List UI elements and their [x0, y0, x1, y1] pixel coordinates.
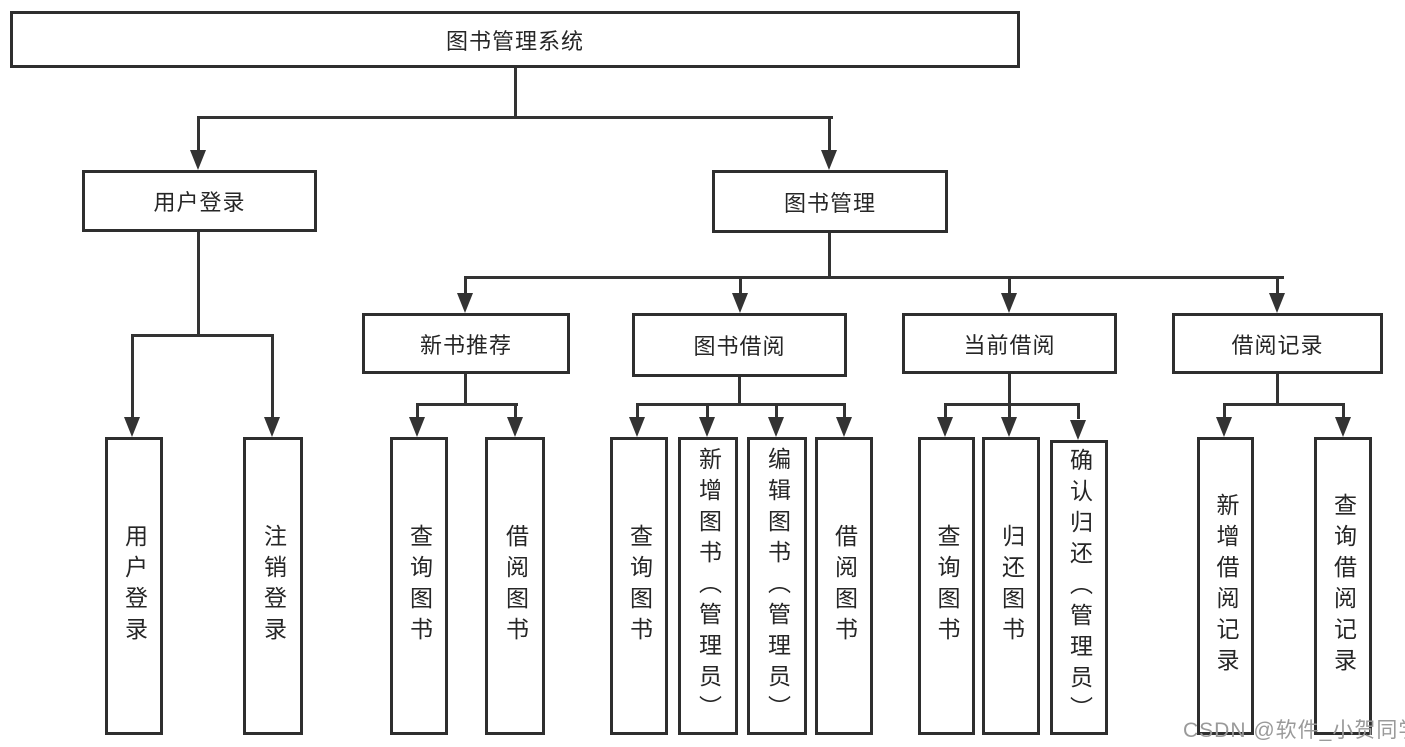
arrow-down-icon	[629, 417, 645, 437]
arrow-down-icon	[190, 150, 206, 170]
node-library-management-system: 图书管理系统	[10, 11, 1020, 68]
arrow-down-icon	[1216, 417, 1232, 437]
node-label: 确认归还（管理员）	[1066, 448, 1093, 727]
node-new-book-recommend: 新书推荐	[362, 313, 570, 374]
connector-drop-new-book	[464, 278, 467, 295]
node-label: 借阅图书	[502, 524, 529, 648]
node-leaf-logout: 注销登录	[243, 437, 303, 735]
node-current-borrow: 当前借阅	[902, 313, 1117, 374]
connector-drop-leaf-logout	[271, 336, 274, 420]
node-label: 图书管理系统	[445, 28, 584, 54]
node-label: 新增借阅记录	[1213, 493, 1239, 679]
node-borrow-records: 借阅记录	[1172, 313, 1383, 374]
connector-drop	[636, 405, 639, 419]
node-label: 新增图书（管理员）	[695, 446, 722, 726]
connector-drop	[1223, 405, 1226, 419]
arrow-down-icon	[1070, 420, 1086, 440]
arrow-down-icon	[732, 293, 748, 313]
connector-drop	[843, 405, 846, 419]
node-label: 用户登录	[153, 190, 246, 215]
connector-drop	[514, 405, 517, 419]
arrow-down-icon	[457, 293, 473, 313]
node-leaf-borrow-books: 借阅图书	[815, 437, 873, 735]
connector-drop-user-login	[197, 118, 200, 152]
node-label: 用户登录	[121, 524, 148, 648]
arrow-down-icon	[1335, 417, 1351, 437]
arrow-down-icon	[1269, 293, 1285, 313]
node-label: 编辑图书（管理员）	[764, 446, 791, 726]
node-label: 查询图书	[626, 524, 653, 648]
node-label: 借阅记录	[1231, 332, 1324, 358]
connector-root-trunk	[514, 68, 517, 118]
node-leaf-user-login: 用户登录	[105, 437, 163, 735]
connector-user-login-trunk	[197, 232, 200, 337]
node-label: 借阅图书	[831, 524, 858, 648]
connector-level2-horizontal	[464, 276, 1284, 279]
connector-drop	[1008, 405, 1011, 419]
node-book-management-branch: 图书管理	[712, 170, 948, 233]
connector-drop-leaf-user-login	[131, 336, 134, 420]
connector-drop-current-borrow	[1008, 278, 1011, 295]
connector-book-borrow-trunk	[738, 377, 741, 406]
connector-drop-borrow-records	[1276, 278, 1279, 295]
node-label: 当前借阅	[963, 332, 1056, 358]
connector-current-borrow-trunk	[1008, 374, 1011, 406]
arrow-down-icon	[768, 417, 784, 437]
connector-user-login-horizontal	[131, 334, 274, 337]
connector-borrow-records-trunk	[1276, 374, 1279, 406]
arrow-down-icon	[699, 417, 715, 437]
connector-borrow-records-horizontal	[1223, 403, 1345, 406]
csdn-watermark: CSDN @软件_小贺同学	[1183, 719, 1405, 742]
node-leaf-query-books-borrow: 查询图书	[610, 437, 668, 735]
arrow-down-icon	[836, 417, 852, 437]
node-leaf-query-borrow-record: 查询借阅记录	[1314, 437, 1372, 735]
node-label: 查询借阅记录	[1330, 493, 1357, 679]
node-label: 归还图书	[998, 524, 1025, 648]
arrow-down-icon	[1001, 293, 1017, 313]
node-leaf-query-books-recommend: 查询图书	[390, 437, 448, 735]
connector-new-book-trunk	[464, 374, 467, 406]
connector-book-management-trunk	[828, 233, 831, 279]
arrow-down-icon	[124, 417, 140, 437]
connector-level1-horizontal	[197, 116, 833, 119]
node-label: 注销登录	[260, 524, 287, 648]
connector-drop	[775, 405, 778, 419]
node-leaf-borrow-books-recommend: 借阅图书	[485, 437, 545, 735]
connector-drop	[1077, 405, 1080, 419]
node-leaf-return-books: 归还图书	[982, 437, 1040, 735]
node-leaf-query-books-current: 查询图书	[918, 437, 975, 735]
node-user-login-branch: 用户登录	[82, 170, 317, 232]
node-leaf-edit-books-admin: 编辑图书（管理员）	[747, 437, 807, 735]
connector-drop-book-borrow	[739, 278, 742, 295]
node-label: 查询图书	[406, 524, 433, 648]
node-book-borrow: 图书借阅	[632, 313, 847, 377]
arrow-down-icon	[821, 150, 837, 170]
connector-new-book-horizontal	[416, 403, 518, 406]
connector-drop	[944, 405, 947, 419]
arrow-down-icon	[409, 417, 425, 437]
arrow-down-icon	[937, 417, 953, 437]
node-label: 图书管理	[783, 190, 876, 216]
node-leaf-add-books-admin: 新增图书（管理员）	[678, 437, 738, 735]
arrow-down-icon	[264, 417, 280, 437]
arrow-down-icon	[507, 417, 523, 437]
node-leaf-add-borrow-record: 新增借阅记录	[1197, 437, 1254, 735]
node-leaf-confirm-return-admin: 确认归还（管理员）	[1050, 440, 1108, 735]
connector-drop-book-management	[828, 118, 831, 152]
connector-drop	[416, 405, 419, 419]
node-label: 查询图书	[934, 524, 960, 648]
connector-book-borrow-horizontal	[636, 403, 846, 406]
connector-current-borrow-horizontal	[944, 403, 1080, 406]
connector-drop	[706, 405, 709, 419]
node-label: 新书推荐	[419, 332, 512, 358]
node-label: 图书借阅	[693, 334, 786, 359]
arrow-down-icon	[1001, 417, 1017, 437]
connector-drop	[1342, 405, 1345, 419]
